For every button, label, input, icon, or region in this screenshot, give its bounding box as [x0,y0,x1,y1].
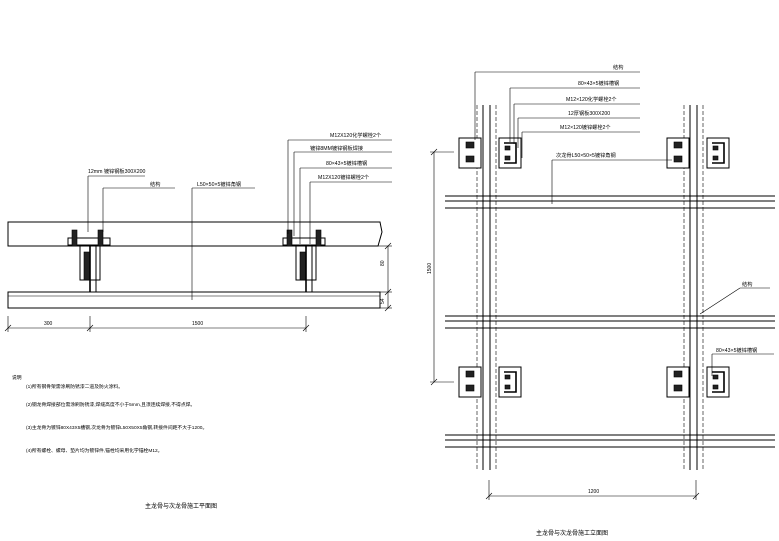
elev-bracket-top-right-a [666,137,690,169]
elev-label-mid-slab: 结构 [742,280,752,288]
plan-dim-main: 1500 [192,321,203,327]
plan-dim-upper: 80 [380,260,386,266]
elev-caption: 主龙骨与次龙骨施工立面图 [536,529,608,537]
elev-label-angle: 次龙骨L50×50×5镀锌角钢 [556,151,616,159]
notes-heading: 说明 [12,374,22,381]
plan-bracket-left [67,229,111,292]
plan-slab [7,221,383,247]
plan-label-bolt-top: M12X120化学螺栓2个 [330,131,382,139]
plan-steel-member [7,291,381,309]
elev-label-bolt-bottom: M12×120镀锌螺栓2个 [560,123,611,131]
plan-dim-left: 300 [44,321,53,327]
plan-label-bolt-bottom: M12X120镀锌螺栓2个 [318,173,370,181]
plan-caption: 主龙骨与次龙骨施工平面图 [145,502,217,510]
plan-view: 12mm 镀锌钢板300X200 结构 L50×50×5镀锌角钢 M12X120… [4,131,392,510]
elev-label-channel: 80×43×5镀锌槽钢 [578,79,619,87]
note-1: (1)所有钢骨架需涂刷防锈漆二道及防火涂料。 [26,383,123,390]
plan-label-angle-rear: L50×50×5镀锌角钢 [197,180,241,188]
plan-label-plate-right: 镀锌8MM镀锌钢板焊接 [310,144,363,152]
plan-leaders [87,139,392,300]
note-3: (3)主龙骨为镀锌80X43X5槽钢,次龙骨为镀锌L50X50X5角钢,转接件间… [26,424,207,431]
elev-vertical-dim [430,148,454,386]
plan-label-channel: 80×43×5镀锌槽钢 [326,159,367,167]
note-4: (4)所有螺栓、螺母、垫片均为镀锌件,锚栓均采用化学锚栓M12。 [26,447,162,454]
elev-bracket-low-left-b [498,366,522,398]
elev-horizontal-dim [485,480,700,500]
elev-label-bolt-top: M12×120化学螺栓2个 [566,95,617,103]
elev-bracket-low-right-b [706,366,730,398]
plan-horizontal-dims [4,316,310,332]
plan-label-slab: 结构 [150,180,160,188]
elev-stud-left [476,105,497,470]
plan-bracket-right [282,229,326,292]
elev-channel-bottom [445,434,775,448]
elev-label-plate: 12厚钢板300X200 [568,109,610,117]
elev-channel-top [445,195,775,209]
elev-channel-middle [445,315,775,329]
elev-bracket-low-left-a [458,366,482,398]
plan-notes: 说明 (1)所有钢骨架需涂刷防锈漆二道及防火涂料。 (2)钢龙骨焊接部位需涂刷防… [12,374,207,454]
elev-bracket-top-left-b [498,137,522,169]
plan-label-plate-left: 12mm 镀锌钢板300X200 [88,167,145,175]
elev-label-slab: 结构 [613,63,623,71]
elev-dim-horizontal: 1200 [588,489,599,495]
elev-leaders [474,71,774,376]
elev-dim-vertical: 1500 [427,263,433,274]
elevation-view: 结构 80×43×5镀锌槽钢 M12×120化学螺栓2个 12厚钢板300X20… [427,63,775,537]
elev-bracket-low-right-a [666,366,690,398]
elev-bracket-top-left-a [458,137,482,169]
note-2: (2)钢龙骨焊接部位需涂刷防锈漆,焊缝高度不小于5mm,且须连续焊接,不得点焊。 [26,401,195,408]
elev-label-channel-lower: 80×43×5镀锌槽钢 [716,346,757,354]
plan-dim-lower: 54 [380,298,386,304]
plan-vertical-dims [378,242,392,312]
elev-bracket-top-right-b [706,137,730,169]
